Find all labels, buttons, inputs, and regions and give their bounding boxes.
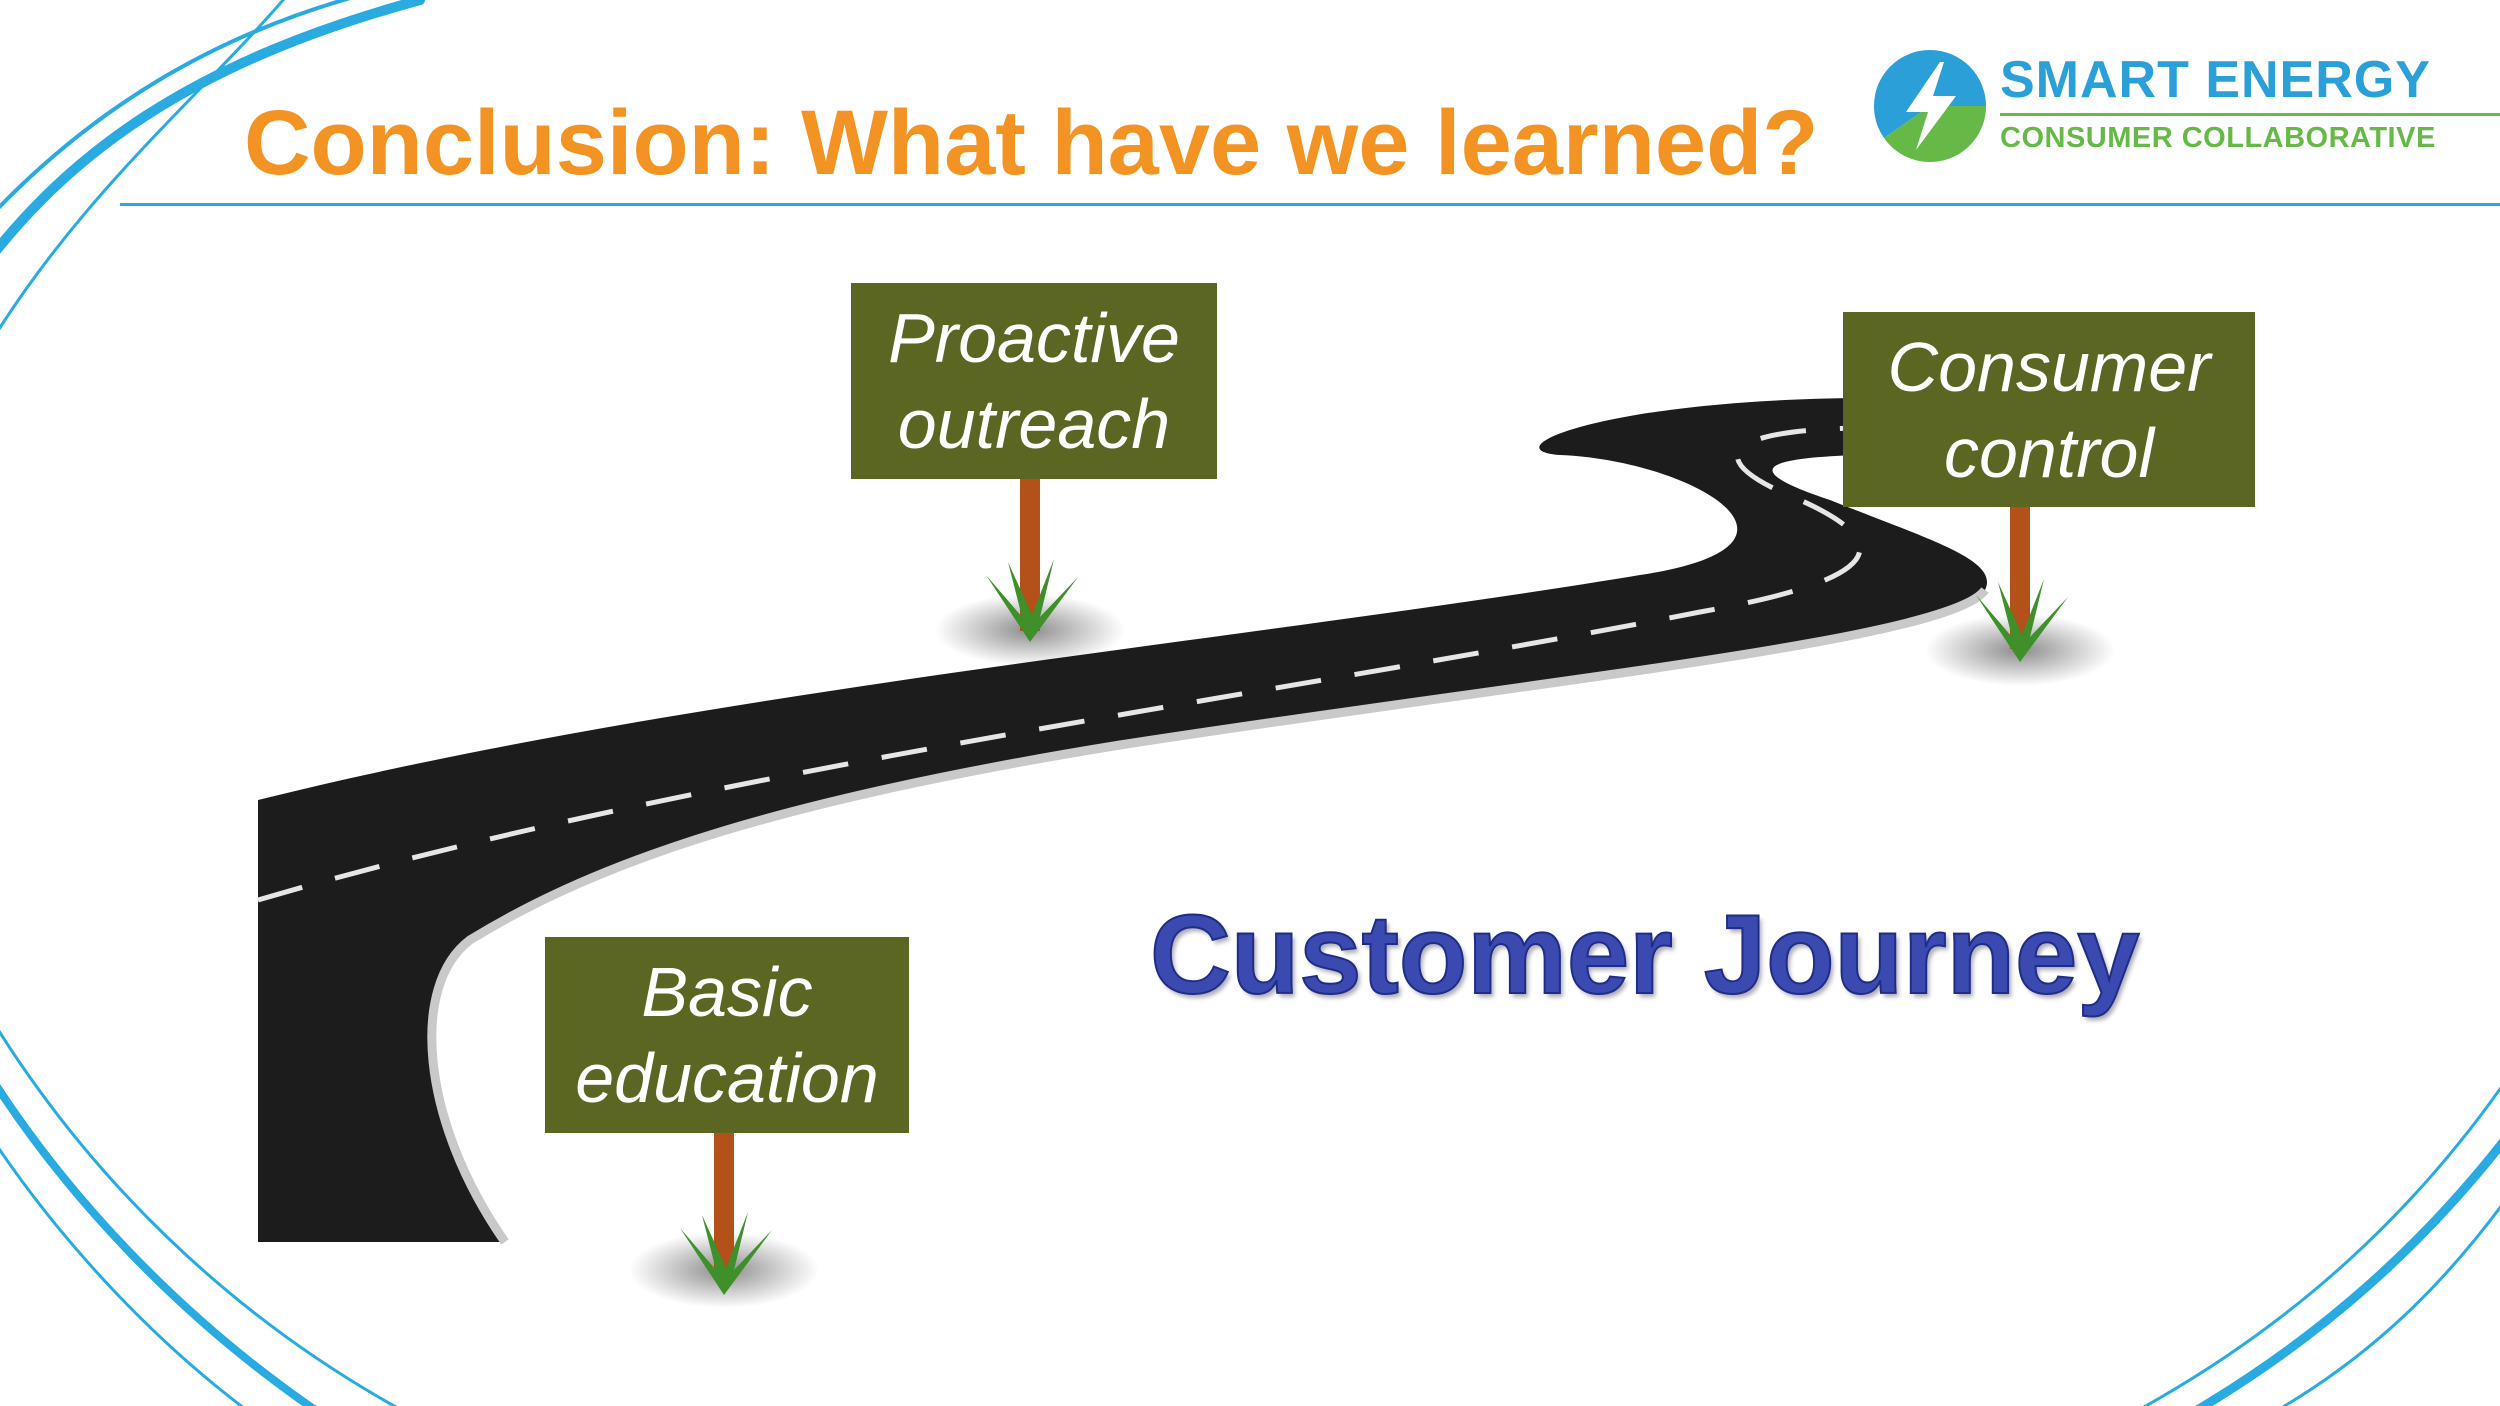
sign-label: Basic education (575, 953, 879, 1117)
sign-basic-education: Basic education (545, 937, 909, 1133)
sign-label: Consumer control (1887, 327, 2211, 492)
title-divider (120, 203, 2500, 206)
sign-label: Proactive outreach (888, 299, 1180, 463)
sign-proactive-outreach: Proactive outreach (851, 283, 1217, 479)
proactive-outreach-post (1020, 476, 1040, 631)
basic-education-post (714, 1130, 734, 1270)
consumer-control-post (2010, 504, 2030, 649)
lightning-bolt-circle-icon (1873, 49, 1986, 163)
logo-tagline: CONSUMER COLLABORATIVE (2000, 122, 2436, 154)
logo-divider (2000, 113, 2500, 116)
grass-tufts (680, 559, 2068, 1295)
logo-name: SMART ENERGY (2000, 51, 2431, 109)
slide-title: Conclusion: What have we learned? (244, 92, 1819, 194)
customer-journey-heading: Customer Journey (1149, 891, 2141, 1018)
smart-energy-logo: SMART ENERGY CONSUMER COLLABORATIVE (1870, 46, 2500, 176)
sign-consumer-control: Consumer control (1843, 312, 2255, 507)
